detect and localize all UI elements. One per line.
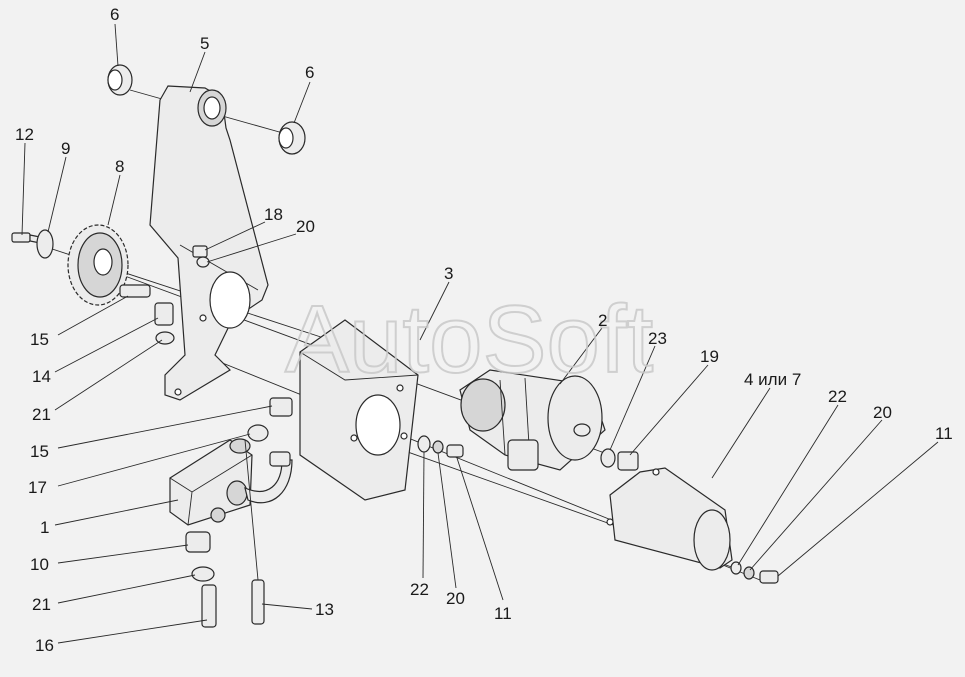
bushing-right bbox=[278, 121, 306, 155]
callout-8: 8 bbox=[115, 157, 124, 176]
bushing-left bbox=[107, 64, 133, 96]
callout-21-lower: 21 bbox=[32, 595, 51, 614]
callout-20-mid: 20 bbox=[446, 589, 465, 608]
callout-11-mid: 11 bbox=[494, 604, 512, 623]
callout-15-upper: 15 bbox=[30, 330, 49, 349]
washer-21-lower bbox=[191, 566, 215, 582]
callout-9: 9 bbox=[61, 139, 70, 158]
washer-9 bbox=[36, 229, 54, 259]
bolt-11-mid bbox=[446, 444, 464, 458]
nut-10 bbox=[185, 531, 211, 553]
callout-10: 10 bbox=[30, 555, 49, 574]
callout-22-mid: 22 bbox=[410, 580, 429, 599]
callout-3: 3 bbox=[444, 264, 453, 283]
nut-19 bbox=[617, 451, 639, 471]
watermark-text: AutoSoft bbox=[285, 286, 653, 393]
callout-1: 1 bbox=[40, 518, 49, 537]
nut-18 bbox=[192, 245, 208, 258]
callout-16: 16 bbox=[35, 636, 54, 655]
washer-20-right bbox=[743, 566, 755, 580]
callout-22-right: 22 bbox=[828, 387, 847, 406]
bolt-15-upper bbox=[119, 284, 151, 298]
callout-leaders bbox=[21, 23, 939, 644]
callout-13: 13 bbox=[315, 600, 334, 619]
callout-23: 23 bbox=[648, 329, 667, 348]
washer-22-right bbox=[730, 561, 742, 575]
bracket-plate-3 bbox=[299, 319, 419, 501]
callout-11-right: 11 bbox=[935, 424, 953, 443]
callout-labels: 6 5 6 12 9 8 18 20 3 2 23 19 4 или 7 22 … bbox=[15, 5, 953, 655]
callout-17: 17 bbox=[28, 478, 47, 497]
callout-2: 2 bbox=[598, 311, 607, 330]
motor-unit-2 bbox=[459, 369, 606, 471]
bolt-16 bbox=[201, 584, 217, 628]
valve-block-1 bbox=[169, 438, 293, 526]
washer-23 bbox=[600, 448, 616, 468]
callout-6-right: 6 bbox=[305, 63, 314, 82]
washer-20-mid bbox=[432, 440, 444, 454]
callout-5: 5 bbox=[200, 34, 209, 53]
cover-4-or-7 bbox=[606, 467, 733, 571]
callout-21-upper: 21 bbox=[32, 405, 51, 424]
lever-arm bbox=[149, 85, 269, 401]
callout-20-upper: 20 bbox=[296, 217, 315, 236]
washer-22-mid bbox=[417, 435, 431, 453]
bolt-11-right bbox=[759, 570, 779, 584]
fitting-17 bbox=[247, 424, 269, 442]
callout-12: 12 bbox=[15, 125, 34, 144]
pin-14 bbox=[154, 302, 174, 326]
washer-20-upper bbox=[196, 256, 210, 268]
callout-14: 14 bbox=[32, 367, 51, 386]
bolt-15-lower bbox=[269, 397, 293, 417]
callout-20-right: 20 bbox=[873, 403, 892, 422]
callout-18: 18 bbox=[264, 205, 283, 224]
callout-6-left: 6 bbox=[110, 5, 119, 24]
gear-8 bbox=[67, 224, 129, 306]
bolt-13 bbox=[244, 439, 265, 625]
callout-4-or-7: 4 или 7 bbox=[744, 370, 801, 389]
callout-15-lower: 15 bbox=[30, 442, 49, 461]
callout-19: 19 bbox=[700, 347, 719, 366]
